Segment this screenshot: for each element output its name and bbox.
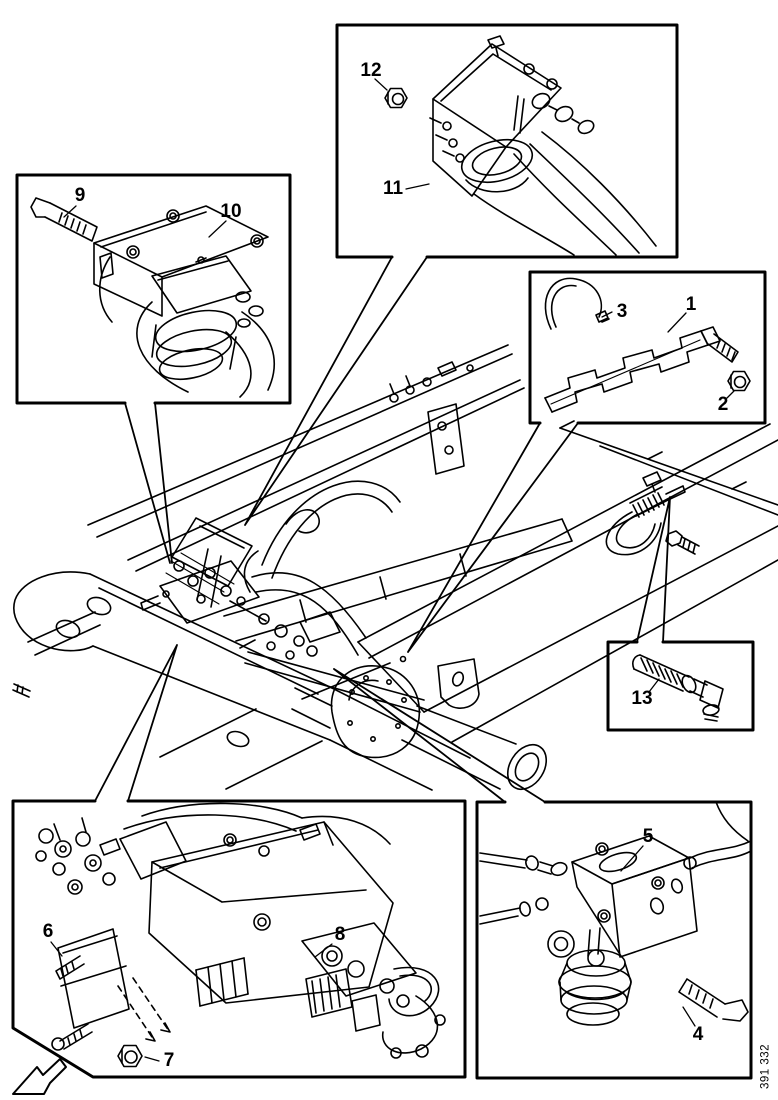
callout-number-2: 2 bbox=[717, 394, 729, 415]
callout-number-3: 3 bbox=[616, 301, 628, 322]
pointer-box-13 bbox=[636, 496, 671, 643]
clamp-bracket-art bbox=[544, 277, 751, 413]
callout-box-11-12-border bbox=[335, 23, 679, 259]
callout-number-10: 10 bbox=[220, 201, 242, 222]
callout-leader-lines bbox=[50, 78, 735, 1062]
drawing-code-label: 391 332 bbox=[759, 1043, 772, 1090]
callout-number-8: 8 bbox=[334, 924, 346, 945]
callout-box-6-7-8-border bbox=[11, 799, 467, 1079]
flex-fitting-13-art bbox=[632, 654, 724, 722]
callout-number-13: 13 bbox=[631, 688, 653, 709]
callout-pointer-wedges bbox=[94, 256, 671, 803]
callout-box-9-10-border bbox=[15, 173, 292, 405]
pointer-box-1-2-3 bbox=[407, 422, 579, 653]
callout-box-borders bbox=[11, 23, 767, 1080]
valve-manifold-art bbox=[384, 35, 657, 256]
pointer-box-9-10 bbox=[124, 402, 173, 564]
callout-number-5: 5 bbox=[642, 826, 654, 847]
callout-number-9: 9 bbox=[74, 185, 86, 206]
callout-number-7: 7 bbox=[163, 1050, 175, 1071]
nut-7-art bbox=[117, 1044, 143, 1068]
nut-12-art bbox=[384, 87, 408, 109]
bracket-1-art bbox=[544, 326, 739, 413]
bolt-9-art bbox=[30, 197, 98, 242]
callout-box-1-2-3-border bbox=[528, 270, 767, 425]
bracket-valve-art bbox=[30, 197, 276, 398]
valve-block-art bbox=[35, 802, 446, 1068]
pointer-box-11-12 bbox=[244, 256, 428, 526]
callout-box-13-border bbox=[606, 640, 755, 732]
bolt-4-art bbox=[678, 978, 749, 1022]
direction-arrow-icon bbox=[12, 1058, 67, 1095]
callout-number-12: 12 bbox=[360, 60, 382, 81]
bracket-valve-5-art bbox=[479, 801, 752, 1026]
cable-tie-3-art bbox=[544, 277, 610, 330]
callout-number-1: 1 bbox=[685, 294, 697, 315]
callout-number-4: 4 bbox=[692, 1024, 704, 1045]
plate-6-art bbox=[51, 928, 130, 1051]
nut-2-art bbox=[727, 370, 751, 392]
chassis-frame-art bbox=[12, 344, 778, 791]
pointer-box-6-7-8 bbox=[94, 644, 178, 802]
callout-number-6: 6 bbox=[42, 921, 54, 942]
callout-number-11: 11 bbox=[382, 178, 404, 199]
callout-box-4-5-border bbox=[475, 800, 753, 1080]
pointer-box-4-5 bbox=[333, 668, 546, 803]
